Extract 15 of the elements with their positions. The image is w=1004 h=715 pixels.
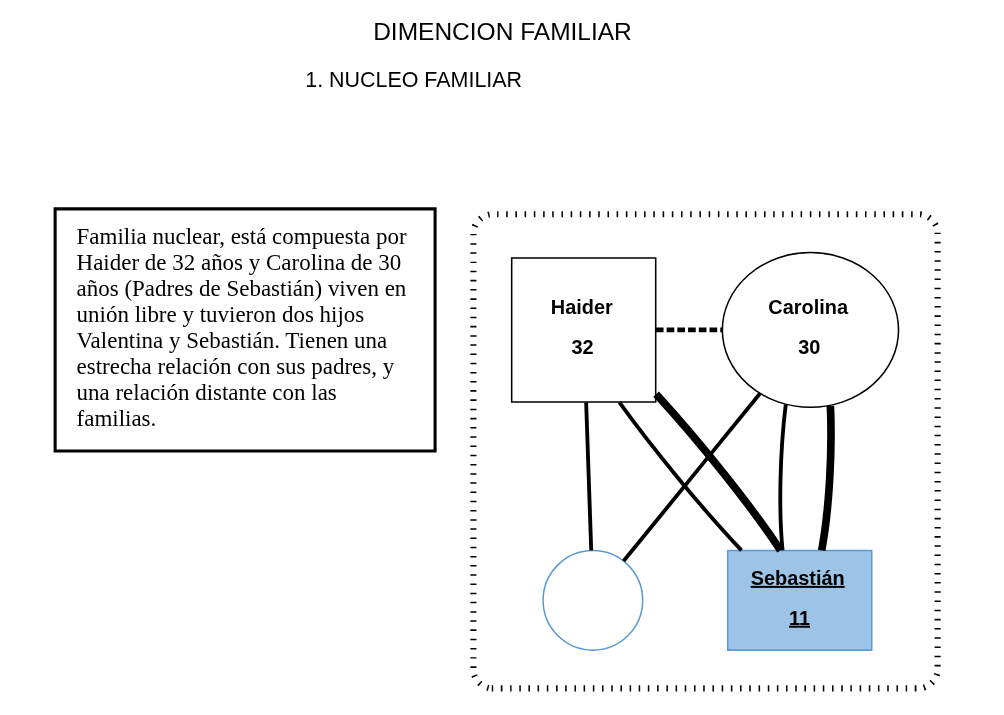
node-box: Familia nuclear, está compuesta por Haider de 32 años y Carolina de 30 años (Padres de Sebastián) viven en unión libre y tuvieron dos hijos Valentina y Sebastián. Tienen una estrecha relación con sus padres, y una relación distante con las familias. [53,207,437,453]
node-circle [541,549,643,651]
connector [617,401,743,552]
connector [652,391,784,553]
node-box: Haider 32 [510,257,656,403]
connector [583,402,593,551]
label: 1. NUCLEO FAMILIAR [304,68,522,93]
connector [817,405,835,552]
connector [621,392,761,563]
connector [777,404,788,551]
node-box: Sebastián 11 [726,549,872,651]
node-ellipse: Carolina 30 [721,251,899,409]
diagram-title: DIMENCION FAMILIAR [372,18,632,46]
connector [655,327,722,333]
cluster [469,211,941,692]
